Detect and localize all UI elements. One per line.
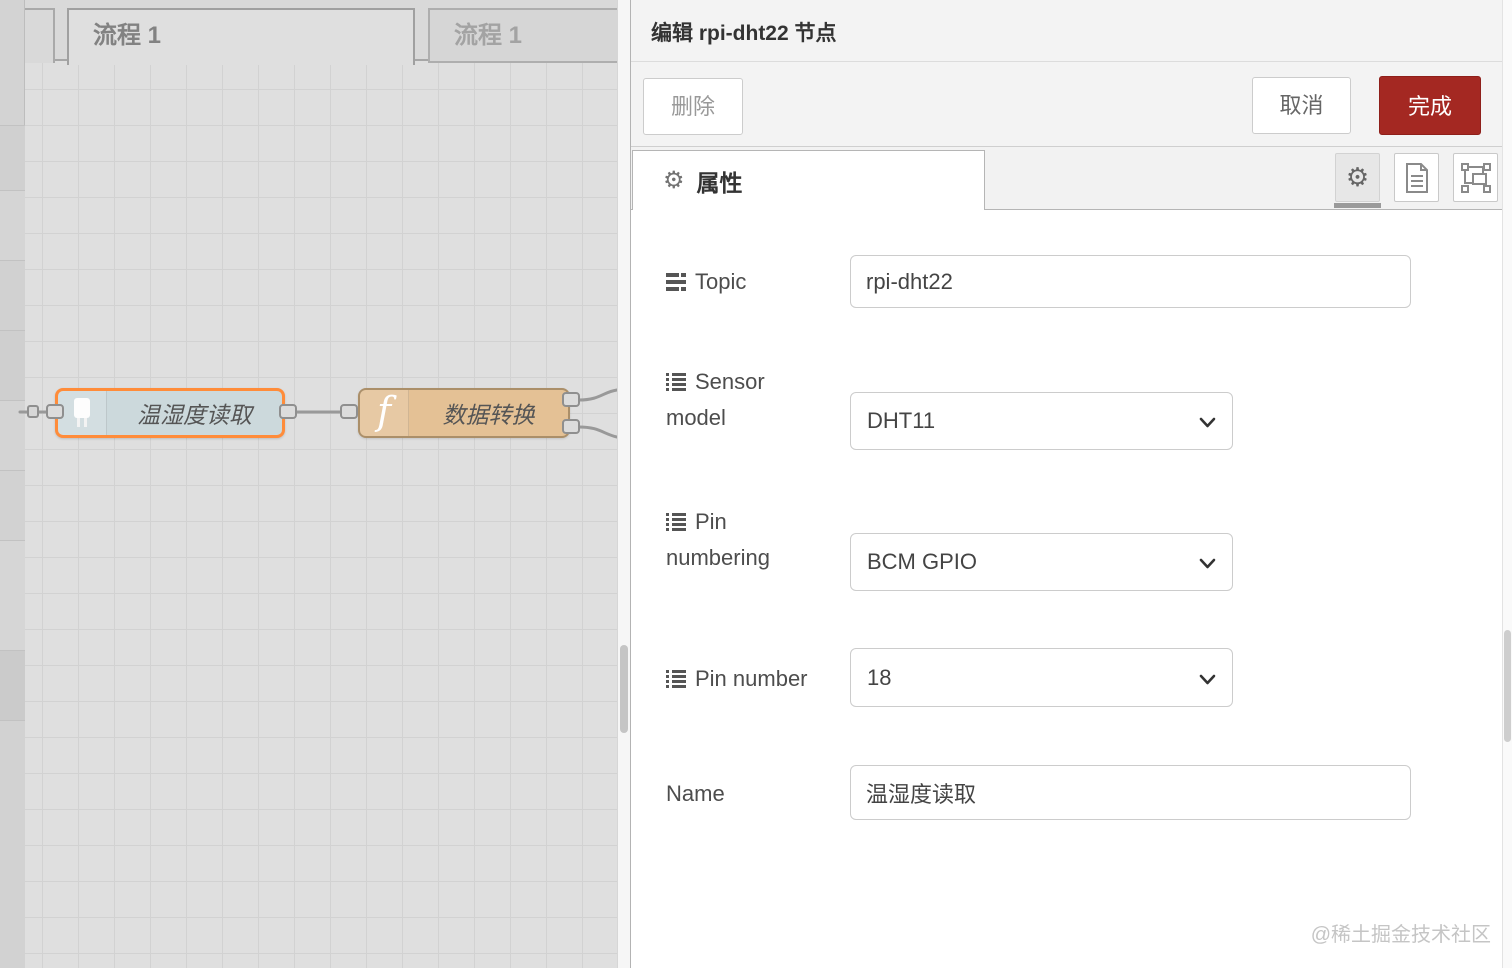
node-icon-area: f	[360, 390, 409, 436]
name-label: Name	[666, 781, 725, 806]
gear-icon: ⚙	[1345, 162, 1370, 192]
palette-item-edge	[0, 650, 25, 720]
node-func-output-port-2[interactable]	[562, 419, 580, 434]
node-edit-panel: 编辑 rpi-dht22 节点 删除 取消 完成 ⚙ 属性 ⚙	[630, 0, 1512, 968]
properties-tab-label: 属性	[696, 170, 743, 196]
node-dht-output-port[interactable]	[279, 404, 297, 419]
document-icon	[1405, 162, 1428, 193]
topic-label: Topic	[666, 265, 746, 301]
topic-input[interactable]	[850, 255, 1411, 308]
canvas-vertical-scrollbar[interactable]	[617, 0, 630, 968]
pin-numbering-value: BCM GPIO	[867, 549, 978, 574]
description-view-button[interactable]	[1394, 153, 1439, 202]
node-rpi-dht22[interactable]: 温湿度读取	[55, 388, 285, 438]
list-icon	[666, 507, 686, 541]
edit-panel-tab-row: ⚙ 属性 ⚙	[631, 147, 1512, 211]
node-dht-input-port[interactable]	[46, 404, 64, 419]
flow-workspace[interactable]: 流程 1 流程 1 温湿度读取 f 数据转换	[0, 0, 642, 968]
palette-item-edge	[0, 260, 25, 330]
sensor-model-value: DHT11	[867, 408, 936, 433]
palette-item-edge	[0, 190, 25, 260]
node-func-output-port-1[interactable]	[562, 392, 580, 407]
pin-number-value: 18	[867, 664, 892, 690]
sensor-model-label: Sensor model	[666, 367, 765, 430]
node-func-input-port[interactable]	[340, 404, 358, 419]
palette-item-edge	[0, 400, 25, 470]
list-icon	[666, 664, 686, 698]
palette-item-edge	[0, 125, 25, 190]
node-function[interactable]: f 数据转换	[358, 388, 570, 438]
palette-item-edge	[0, 330, 25, 400]
flow-tab-bar: 流程 1 流程 1	[7, 0, 642, 65]
sensor-model-select[interactable]: DHT11	[850, 392, 1233, 450]
wire-end-nub	[27, 405, 39, 418]
function-icon: f	[376, 389, 392, 433]
palette-item-edge	[0, 720, 25, 968]
palette-item-edge	[0, 470, 25, 540]
edit-panel-toolbar: 删除 取消 完成	[631, 62, 1512, 147]
chevron-down-icon	[1199, 665, 1216, 691]
appearance-view-button[interactable]	[1453, 153, 1498, 202]
flow-tab-label: 流程 1	[93, 22, 162, 49]
pin-number-select[interactable]: 18	[850, 648, 1233, 707]
node-label: 数据转换	[442, 402, 535, 428]
cancel-button[interactable]: 取消	[1252, 77, 1351, 134]
list-icon	[666, 367, 686, 401]
pin-number-label: Pin number	[666, 662, 808, 698]
name-input[interactable]	[850, 765, 1411, 820]
node-label: 温湿度读取	[137, 402, 252, 428]
tasks-icon	[666, 267, 686, 301]
palette-edge-strip	[0, 0, 25, 968]
done-button[interactable]: 完成	[1379, 76, 1481, 135]
pin-numbering-select[interactable]: BCM GPIO	[850, 533, 1233, 591]
chevron-down-icon	[1199, 549, 1216, 575]
flow-canvas-grid[interactable]	[25, 61, 617, 968]
appearance-icon	[1460, 162, 1491, 193]
edit-panel-title: 编辑 rpi-dht22 节点	[651, 22, 837, 45]
pin-numbering-label: Pin numbering	[666, 507, 770, 570]
properties-view-button[interactable]: ⚙	[1334, 153, 1381, 208]
flow-tab-label: 流程 1	[454, 22, 523, 49]
gear-icon: ⚙	[663, 167, 685, 194]
dht-sensor-icon	[74, 398, 90, 428]
tab-properties[interactable]: ⚙ 属性	[632, 150, 985, 211]
watermark-text: @稀土掘金技术社区	[1310, 924, 1491, 946]
edit-form: Topic Sensor model DHT11	[631, 210, 1512, 968]
edit-panel-header: 编辑 rpi-dht22 节点	[631, 0, 1512, 62]
panel-scrollbar-handle[interactable]	[1504, 630, 1511, 742]
canvas-scrollbar-handle[interactable]	[620, 645, 628, 733]
panel-vertical-scrollbar[interactable]	[1502, 0, 1512, 968]
chevron-down-icon	[1199, 408, 1216, 434]
palette-item-edge	[0, 540, 25, 650]
node-icon-area	[58, 391, 107, 435]
flow-tab-2[interactable]: 流程 1	[428, 8, 642, 63]
flow-tab-1[interactable]: 流程 1	[67, 8, 415, 65]
delete-button[interactable]: 删除	[643, 78, 743, 135]
